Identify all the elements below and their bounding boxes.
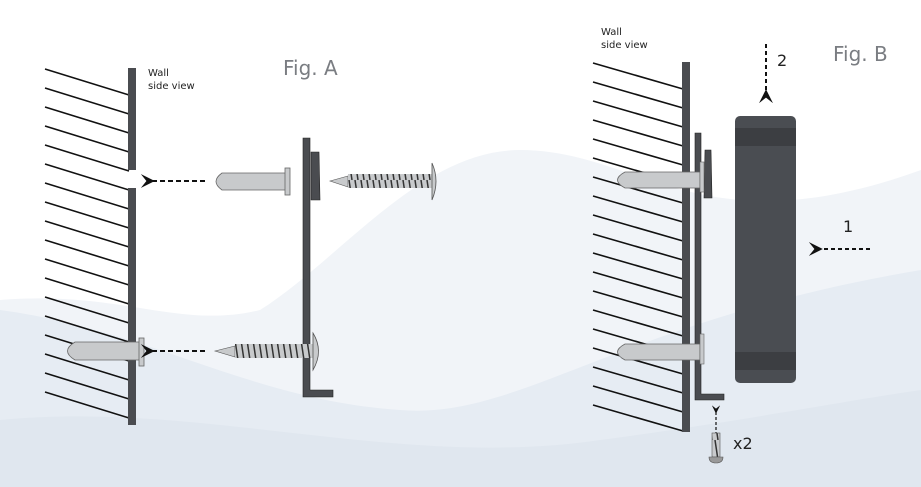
- hatch-line: [592, 366, 684, 394]
- fig-b-bracket: [694, 132, 725, 401]
- hatch-line: [44, 106, 130, 134]
- hatch-line: [592, 195, 684, 223]
- screw-count-label: x2: [733, 434, 753, 453]
- hatch-line: [44, 353, 130, 381]
- hatch-line: [592, 252, 684, 280]
- hatch-line: [592, 100, 684, 128]
- hatch-line: [592, 62, 684, 90]
- step-1-label: 1: [843, 217, 854, 236]
- hatch-line: [592, 176, 684, 204]
- fig-a-title: Fig. A: [283, 56, 338, 80]
- hatch-line: [592, 81, 684, 109]
- hatch-line: [44, 163, 130, 191]
- hatch-line: [592, 290, 684, 318]
- fig-a-wall-label: Wall side view: [148, 67, 195, 93]
- wall-label-line2: side view: [148, 81, 195, 92]
- hatch-line: [44, 182, 130, 210]
- hatch-line: [44, 220, 130, 248]
- hatch-line: [44, 239, 130, 267]
- hatch-line: [592, 214, 684, 242]
- hatch-line: [44, 372, 130, 400]
- fig-a-anchor-top: [215, 167, 291, 196]
- hatch-line: [44, 68, 130, 96]
- hatch-line: [592, 347, 684, 375]
- wall-hatching-b: [592, 62, 684, 432]
- background-hills: [0, 150, 921, 487]
- hatch-line: [592, 404, 684, 432]
- hatch-line: [592, 138, 684, 166]
- fig-a-screw-top: [328, 162, 437, 201]
- hatch-line: [44, 315, 130, 343]
- small-screw-icon: [708, 432, 724, 464]
- hatch-line: [44, 258, 130, 286]
- device-side-view: [735, 116, 796, 383]
- hatch-line: [44, 277, 130, 305]
- hatch-line: [592, 309, 684, 337]
- fig-b-title: Fig. B: [833, 42, 888, 66]
- hatch-line: [44, 296, 130, 324]
- hatch-line: [592, 385, 684, 413]
- fig-a-bracket: [302, 137, 334, 398]
- hatch-line: [44, 87, 130, 115]
- fig-b-anchor-bottom: [617, 333, 705, 365]
- step-2-label: 2: [777, 51, 788, 70]
- fig-a-screw-bottom: [213, 331, 319, 372]
- fig-b-wall-label: Wall side view: [601, 26, 648, 52]
- fig-b-wall: [682, 62, 690, 432]
- hatch-line: [592, 233, 684, 261]
- hatch-line: [44, 125, 130, 153]
- hatch-line: [592, 271, 684, 299]
- hatch-line: [44, 391, 130, 419]
- wall-label-line2: side view: [601, 40, 648, 51]
- hatch-line: [44, 201, 130, 229]
- fig-b-anchor-top: [617, 161, 705, 193]
- hatch-line: [44, 144, 130, 172]
- hatch-line: [592, 119, 684, 147]
- fig-a-wall: [128, 68, 136, 425]
- wall-label-line1: Wall: [148, 68, 169, 79]
- wall-label-line1: Wall: [601, 27, 622, 38]
